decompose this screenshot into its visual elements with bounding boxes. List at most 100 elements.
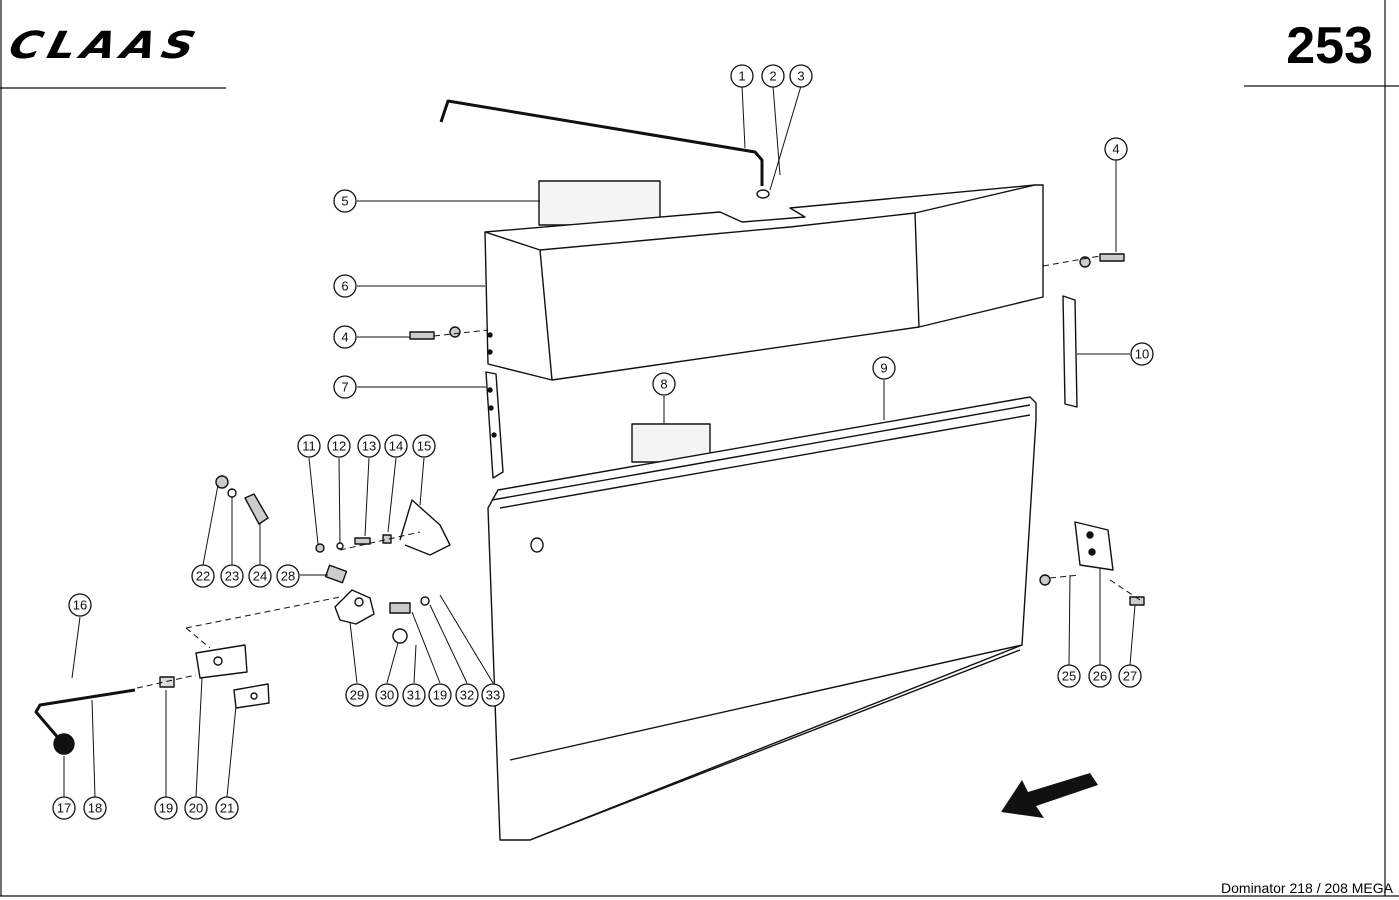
direction-arrow — [1001, 773, 1098, 818]
callout-number: 4 — [341, 330, 348, 345]
callout-number: 12 — [332, 439, 346, 454]
callout-number: 18 — [88, 801, 102, 816]
callout-c4b: 4 — [333, 325, 357, 349]
callout-number: 1 — [738, 69, 745, 84]
callout-number: 8 — [660, 377, 667, 392]
callout-number: 20 — [189, 801, 203, 816]
callout-circle — [154, 796, 178, 820]
callout-circle — [327, 434, 351, 458]
callout-circle — [52, 796, 76, 820]
callout-number: 7 — [341, 380, 348, 395]
cable-loop-15 — [399, 499, 451, 556]
spring-19 — [159, 676, 175, 688]
callout-c2: 2 — [761, 64, 785, 88]
callout-circle — [276, 564, 300, 588]
callout-c14: 14 — [384, 434, 408, 458]
callout-circle — [333, 325, 357, 349]
callout-c19b: 19 — [428, 683, 452, 707]
callout-circle — [333, 274, 357, 298]
callout-circle — [384, 434, 408, 458]
callout-circle — [1130, 342, 1154, 366]
callout-circle — [428, 683, 452, 707]
callout-circle — [730, 64, 754, 88]
callout-number: 31 — [407, 688, 421, 703]
callout-c8: 8 — [652, 372, 676, 396]
upper-hood-panel — [484, 184, 1044, 381]
callout-number: 5 — [341, 194, 348, 209]
latch-29 — [334, 589, 375, 625]
bolt-upper-right — [1099, 253, 1125, 262]
callout-c9: 9 — [872, 356, 896, 380]
callout-circle — [761, 64, 785, 88]
callout-c6: 6 — [333, 274, 357, 298]
callout-c24: 24 — [248, 564, 272, 588]
callout-c32: 32 — [455, 683, 479, 707]
callout-circle — [345, 683, 369, 707]
callout-circle — [68, 593, 92, 617]
callout-circle — [1057, 664, 1081, 688]
rod-part — [439, 99, 764, 186]
callout-circle — [248, 564, 272, 588]
callout-number: 23 — [225, 569, 239, 584]
washer-3 — [756, 189, 770, 199]
callout-circle — [375, 683, 399, 707]
callout-c23: 23 — [220, 564, 244, 588]
callout-number: 27 — [1123, 669, 1137, 684]
panel-hole — [530, 537, 544, 553]
callout-circle — [357, 434, 381, 458]
callout-c12: 12 — [327, 434, 351, 458]
callout-number: 25 — [1062, 669, 1076, 684]
callout-c15: 15 — [412, 434, 436, 458]
callout-number: 9 — [880, 361, 887, 376]
callout-c7: 7 — [333, 375, 357, 399]
callout-circle — [402, 683, 426, 707]
handle-rod-18 — [34, 688, 136, 741]
bushing-30 — [392, 628, 408, 644]
callout-circle — [83, 796, 107, 820]
screw-13 — [354, 537, 371, 545]
handle-knob-17 — [53, 733, 75, 755]
callout-circle — [297, 434, 321, 458]
callout-number: 17 — [57, 801, 71, 816]
pawl-28 — [324, 564, 348, 584]
callout-circle — [184, 796, 208, 820]
callout-number: 6 — [341, 279, 348, 294]
callout-c5: 5 — [333, 189, 357, 213]
callout-circle — [215, 796, 239, 820]
callout-circle — [1104, 137, 1128, 161]
callout-c3: 3 — [789, 64, 813, 88]
callout-c25: 25 — [1057, 664, 1081, 688]
callout-circle — [872, 356, 896, 380]
callout-c18: 18 — [83, 796, 107, 820]
callout-number: 19 — [159, 801, 173, 816]
washer-32 — [420, 596, 430, 606]
leader-lines — [63, 85, 1136, 798]
callout-c10: 10 — [1130, 342, 1154, 366]
callout-number: 32 — [460, 688, 474, 703]
callout-number: 13 — [362, 439, 376, 454]
callout-c22: 22 — [191, 564, 215, 588]
callout-c16: 16 — [68, 593, 92, 617]
callout-circle — [220, 564, 244, 588]
bolt-27 — [1129, 596, 1145, 606]
callout-c26: 26 — [1088, 664, 1112, 688]
washer-12 — [336, 542, 344, 550]
washer-23 — [227, 488, 237, 498]
callout-c21: 21 — [215, 796, 239, 820]
callout-circle — [1088, 664, 1112, 688]
callout-circle — [652, 372, 676, 396]
callout-c27: 27 — [1118, 664, 1142, 688]
callout-c20: 20 — [184, 796, 208, 820]
callout-c19a: 19 — [154, 796, 178, 820]
callout-number: 11 — [302, 439, 316, 454]
callout-number: 19 — [433, 688, 447, 703]
callout-number: 3 — [797, 69, 804, 84]
callout-c33: 33 — [481, 683, 505, 707]
callout-number: 24 — [253, 569, 267, 584]
callout-number: 28 — [281, 569, 295, 584]
callout-number: 30 — [380, 688, 394, 703]
nut-25 — [1039, 574, 1051, 586]
callout-c4a: 4 — [1104, 137, 1128, 161]
